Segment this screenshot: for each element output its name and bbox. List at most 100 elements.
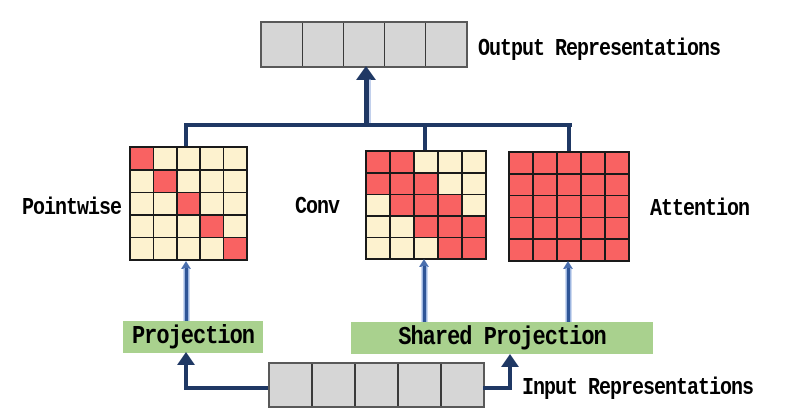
matrix-cell-active <box>367 152 390 172</box>
matrix-cell-inactive <box>224 148 246 169</box>
matrix-cell-active <box>390 195 414 215</box>
input-to-projection-arrowhead-icon <box>177 352 195 365</box>
matrix-cell-active <box>414 173 438 194</box>
matrix-cell-active <box>510 153 533 174</box>
matrix-cell-active <box>131 148 153 169</box>
matrix-cell-inactive <box>390 216 414 237</box>
matrix-cell-active <box>557 174 581 195</box>
matrix-cell-active <box>510 174 533 195</box>
matrix-cell-active <box>605 196 628 217</box>
shared-to-conv-arrow <box>423 266 426 322</box>
vector-cell <box>270 364 312 406</box>
matrix-cell-inactive <box>390 238 414 258</box>
matrix-cell-inactive <box>200 238 223 259</box>
output-representations-row <box>260 21 468 68</box>
matrix-cell-active <box>414 216 438 237</box>
matrix-cell-active <box>605 174 628 195</box>
matrix-cell-inactive <box>200 170 223 192</box>
pointwise-label: Pointwise <box>22 194 122 223</box>
matrix-cell-active <box>414 195 438 215</box>
matrix-cell-active <box>510 196 533 217</box>
input-to-shared-horizontal <box>483 386 512 390</box>
branch-stub-conv <box>423 123 427 152</box>
matrix-cell-inactive <box>154 238 177 259</box>
matrix-cell-active <box>533 153 557 174</box>
output-arrowhead-icon <box>356 66 376 80</box>
matrix-cell-active <box>557 153 581 174</box>
conv-label: Conv <box>295 193 340 222</box>
matrix-cell-active <box>605 239 628 260</box>
projection-box: Projection <box>123 321 263 353</box>
matrix-cell-active <box>367 173 390 194</box>
matrix-cell-inactive <box>154 148 177 169</box>
vector-cell <box>441 364 484 406</box>
matrix-cell-active <box>510 218 533 239</box>
matrix-cell-inactive <box>154 215 177 237</box>
matrix-cell-active <box>533 196 557 217</box>
matrix-cell-active <box>438 216 462 237</box>
matrix-cell-active <box>581 239 605 260</box>
matrix-cell-inactive <box>367 216 390 237</box>
matrix-cell-inactive <box>224 193 246 214</box>
matrix-cell-active <box>462 216 485 237</box>
input-to-shared-vertical <box>508 365 512 390</box>
matrix-cell-active <box>510 239 533 260</box>
vector-cell <box>426 23 466 66</box>
matrix-cell-active <box>200 215 223 237</box>
matrix-cell-active <box>581 218 605 239</box>
pointwise-matrix <box>129 146 248 261</box>
vector-cell <box>312 364 355 406</box>
shared-projection-box: Shared Projection <box>351 322 653 354</box>
matrix-cell-active <box>224 238 246 259</box>
matrix-cell-inactive <box>200 193 223 214</box>
matrix-cell-inactive <box>154 193 177 214</box>
matrix-cell-inactive <box>131 170 153 192</box>
output-arrow-shaft <box>364 79 369 127</box>
output-representations-label: Output Representations <box>478 35 721 64</box>
matrix-cell-active <box>581 153 605 174</box>
matrix-cell-inactive <box>131 215 153 237</box>
shared-to-attention-arrowhead-icon <box>563 261 573 269</box>
attention-matrix <box>508 151 630 262</box>
matrix-cell-active <box>581 174 605 195</box>
matrix-cell-active <box>390 173 414 194</box>
matrix-cell-inactive <box>224 170 246 192</box>
vector-cell <box>344 23 384 66</box>
vector-cell <box>262 23 302 66</box>
matrix-cell-inactive <box>367 238 390 258</box>
matrix-cell-inactive <box>177 215 200 237</box>
matrix-cell-inactive <box>177 148 200 169</box>
matrix-cell-active <box>533 239 557 260</box>
matrix-cell-active <box>581 196 605 217</box>
matrix-cell-inactive <box>438 152 462 172</box>
vector-cell <box>385 23 425 66</box>
input-to-projection-vertical <box>184 363 188 390</box>
input-to-shared-arrowhead-icon <box>501 354 519 367</box>
matrix-cell-inactive <box>462 173 485 194</box>
projection-to-pointwise-arrow <box>185 268 188 321</box>
matrix-cell-inactive <box>224 215 246 237</box>
matrix-cell-active <box>177 193 200 214</box>
matrix-cell-inactive <box>367 195 390 215</box>
matrix-cell-inactive <box>177 238 200 259</box>
vector-cell <box>303 23 343 66</box>
matrix-cell-inactive <box>131 193 153 214</box>
matrix-cell-inactive <box>438 173 462 194</box>
branch-stub-attention <box>567 123 571 153</box>
matrix-cell-active <box>438 238 462 258</box>
matrix-cell-inactive <box>131 238 153 259</box>
input-representations-row <box>268 362 485 408</box>
matrix-cell-active <box>438 195 462 215</box>
matrix-cell-active <box>557 196 581 217</box>
matrix-cell-active <box>533 218 557 239</box>
matrix-cell-active <box>533 174 557 195</box>
projection-to-pointwise-arrowhead-icon <box>181 261 191 269</box>
branch-connector-horizontal <box>184 123 572 127</box>
conv-matrix <box>365 150 487 260</box>
matrix-cell-active <box>605 218 628 239</box>
matrix-cell-inactive <box>462 152 485 172</box>
matrix-cell-inactive <box>200 148 223 169</box>
matrix-cell-inactive <box>414 238 438 258</box>
matrix-cell-inactive <box>414 152 438 172</box>
